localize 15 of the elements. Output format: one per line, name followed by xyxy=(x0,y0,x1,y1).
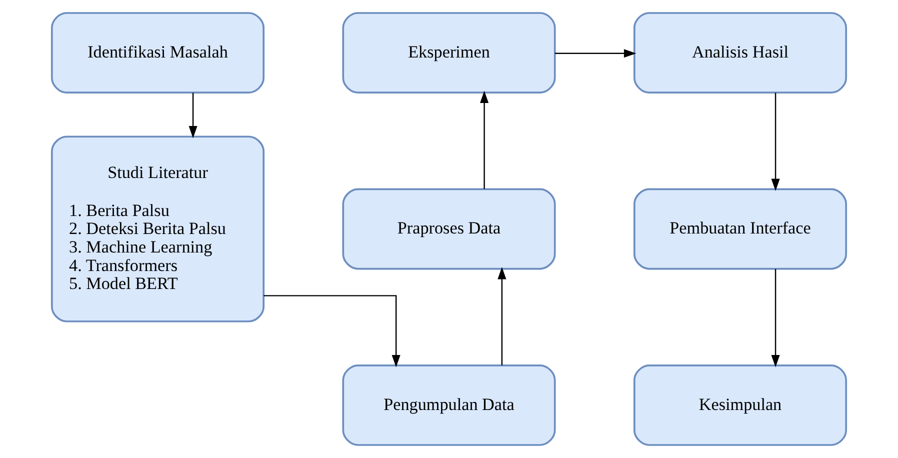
node-box: Eksperimen xyxy=(342,12,556,94)
arrow xyxy=(498,266,506,366)
arrow xyxy=(771,269,780,368)
arrow xyxy=(264,295,400,368)
node-box: Analisis Hasil xyxy=(633,12,848,94)
node-box: Identifikasi Masalah xyxy=(50,12,265,94)
node-box: Pembuatan Interface xyxy=(633,188,848,270)
arrow xyxy=(188,92,198,138)
node-box: Pengumpulan Data xyxy=(342,364,556,446)
node-box: Praproses Data xyxy=(342,188,556,270)
node-box: Studi Literatur 1. Berita Palsu 2. Deteksi Berita Palsu 3. Machine Learning 4. Transformers 5. Model BERT xyxy=(50,136,265,322)
arrow xyxy=(554,49,636,58)
node-box: Kesimpulan xyxy=(633,364,848,446)
arrow xyxy=(480,90,489,189)
arrow xyxy=(771,92,780,192)
